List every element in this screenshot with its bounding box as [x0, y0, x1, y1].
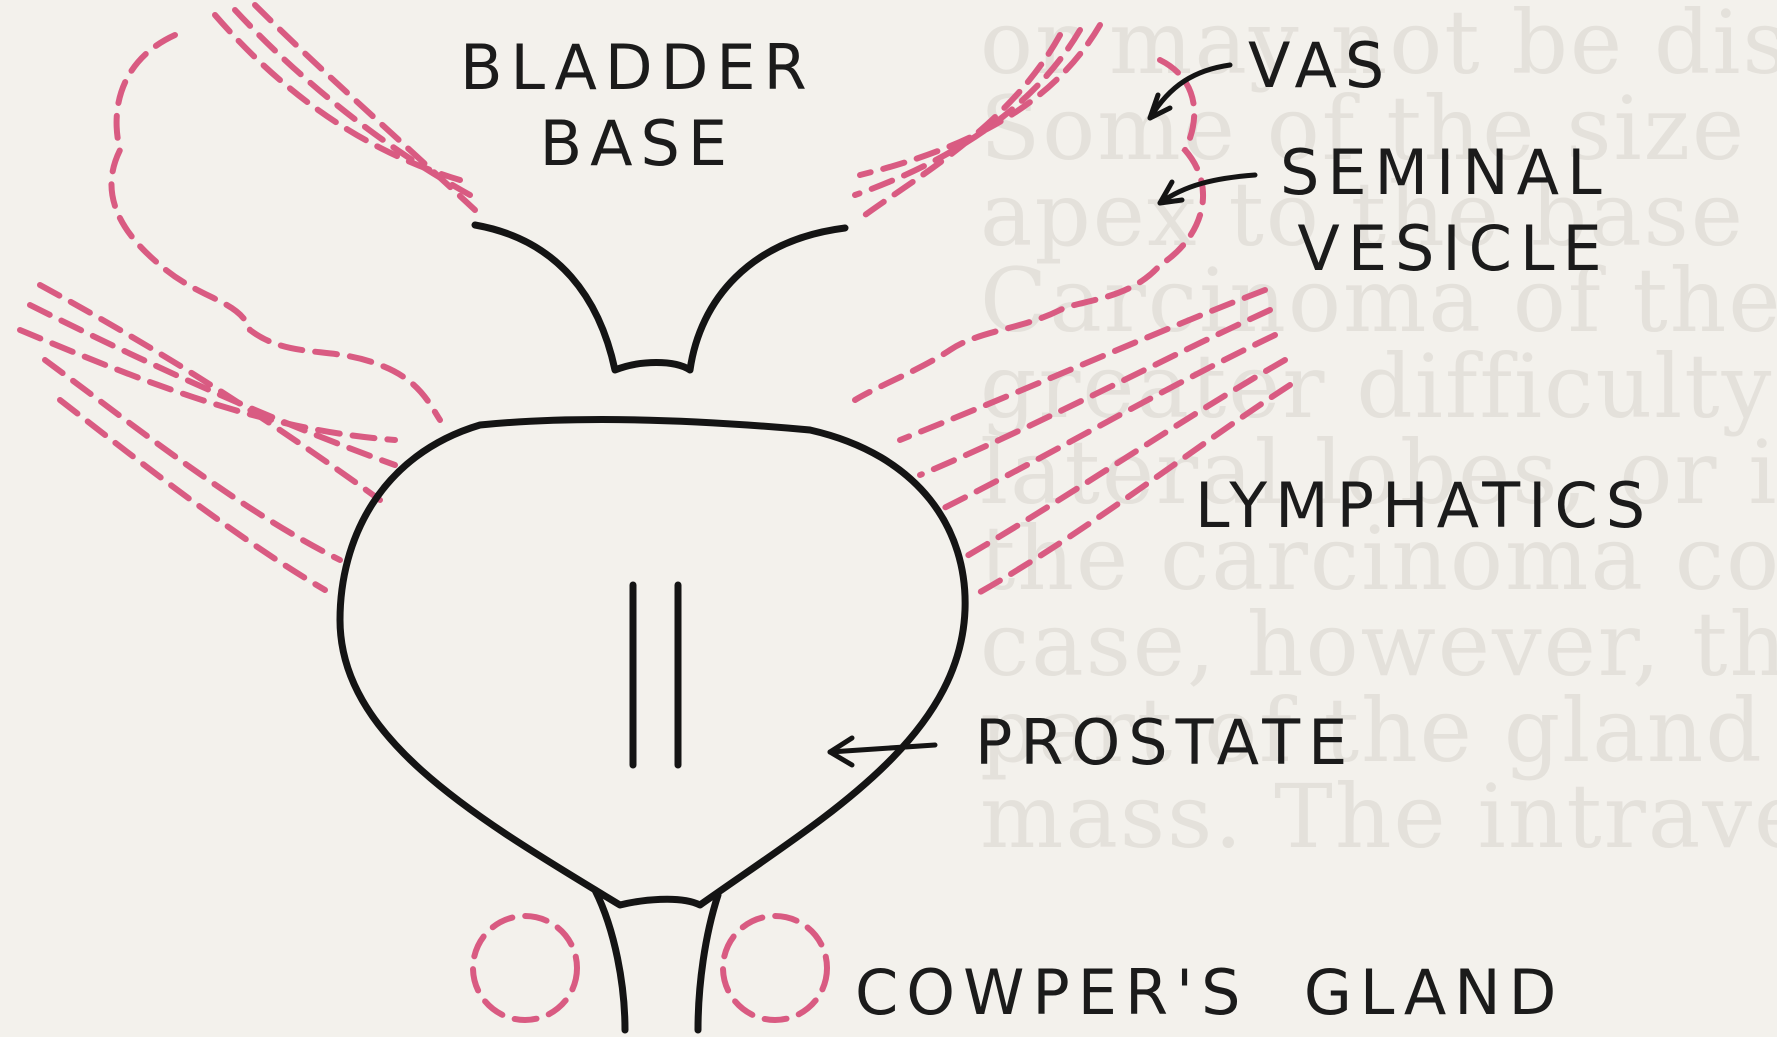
left-cowpers-gland — [473, 916, 577, 1020]
label-vas: VAS — [1248, 35, 1392, 97]
prostate-outline — [340, 420, 965, 905]
label-prostate: PROSTATE — [975, 712, 1355, 774]
left-seminal-vesicle — [111, 35, 440, 420]
label-cowpers-gland: COWPER'S GLAND — [855, 962, 1564, 1024]
right-vas — [855, 25, 1100, 215]
left-vas — [215, 5, 475, 210]
right-cowpers-gland — [723, 916, 827, 1020]
label-bladder-base: BLADDER BASE — [460, 30, 815, 182]
label-seminal-vesicle: SEMINAL VESICLE — [1280, 135, 1610, 287]
left-lymphatics — [20, 285, 395, 590]
bladder-base-outline — [475, 225, 845, 370]
label-lymphatics: LYMPHATICS — [1195, 475, 1653, 537]
seminal-vesicle-arrow — [1160, 175, 1255, 203]
prostate-arrow — [830, 738, 935, 765]
membranous-urethra — [595, 890, 718, 1030]
prostatic-urethra — [633, 585, 678, 765]
